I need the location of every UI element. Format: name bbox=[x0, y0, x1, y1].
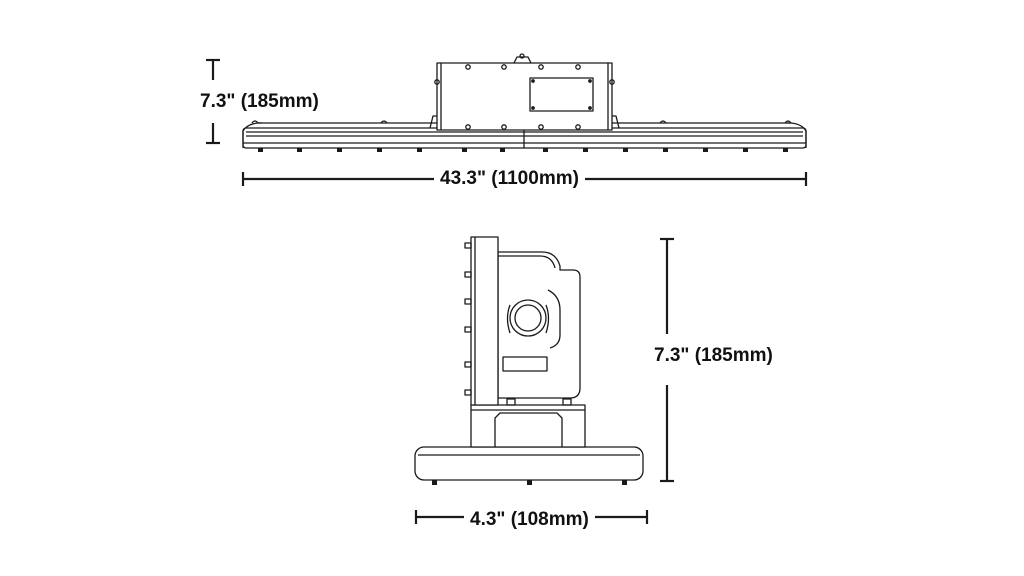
top-view-height-dimension bbox=[206, 58, 220, 145]
side-view-width-label: 4.3" (108mm) bbox=[464, 509, 595, 531]
side-view-cable-entry bbox=[509, 299, 547, 337]
top-view-handle bbox=[513, 56, 532, 64]
top-view-driver-box bbox=[436, 62, 613, 131]
side-view-height-dimension bbox=[660, 237, 674, 483]
side-view-base bbox=[414, 446, 644, 481]
top-view-length-label: 43.3" (1100mm) bbox=[434, 168, 585, 190]
side-view-label-slot bbox=[502, 356, 548, 372]
side-view-fixture bbox=[414, 236, 644, 485]
top-view-box-bolts bbox=[434, 64, 615, 130]
top-view-height-label: 7.3" (185mm) bbox=[200, 91, 319, 113]
side-view-plate-bolts bbox=[464, 242, 472, 396]
top-view-right-endcap bbox=[787, 122, 807, 148]
top-view-fixture bbox=[242, 53, 807, 152]
side-view-base-feet bbox=[432, 480, 627, 485]
side-view-mount-block bbox=[470, 404, 586, 448]
top-view-studs bbox=[258, 148, 788, 152]
top-view-label-plate bbox=[529, 77, 594, 112]
side-view-height-label: 7.3" (185mm) bbox=[654, 345, 773, 367]
top-view-rail-bumps bbox=[251, 120, 792, 124]
